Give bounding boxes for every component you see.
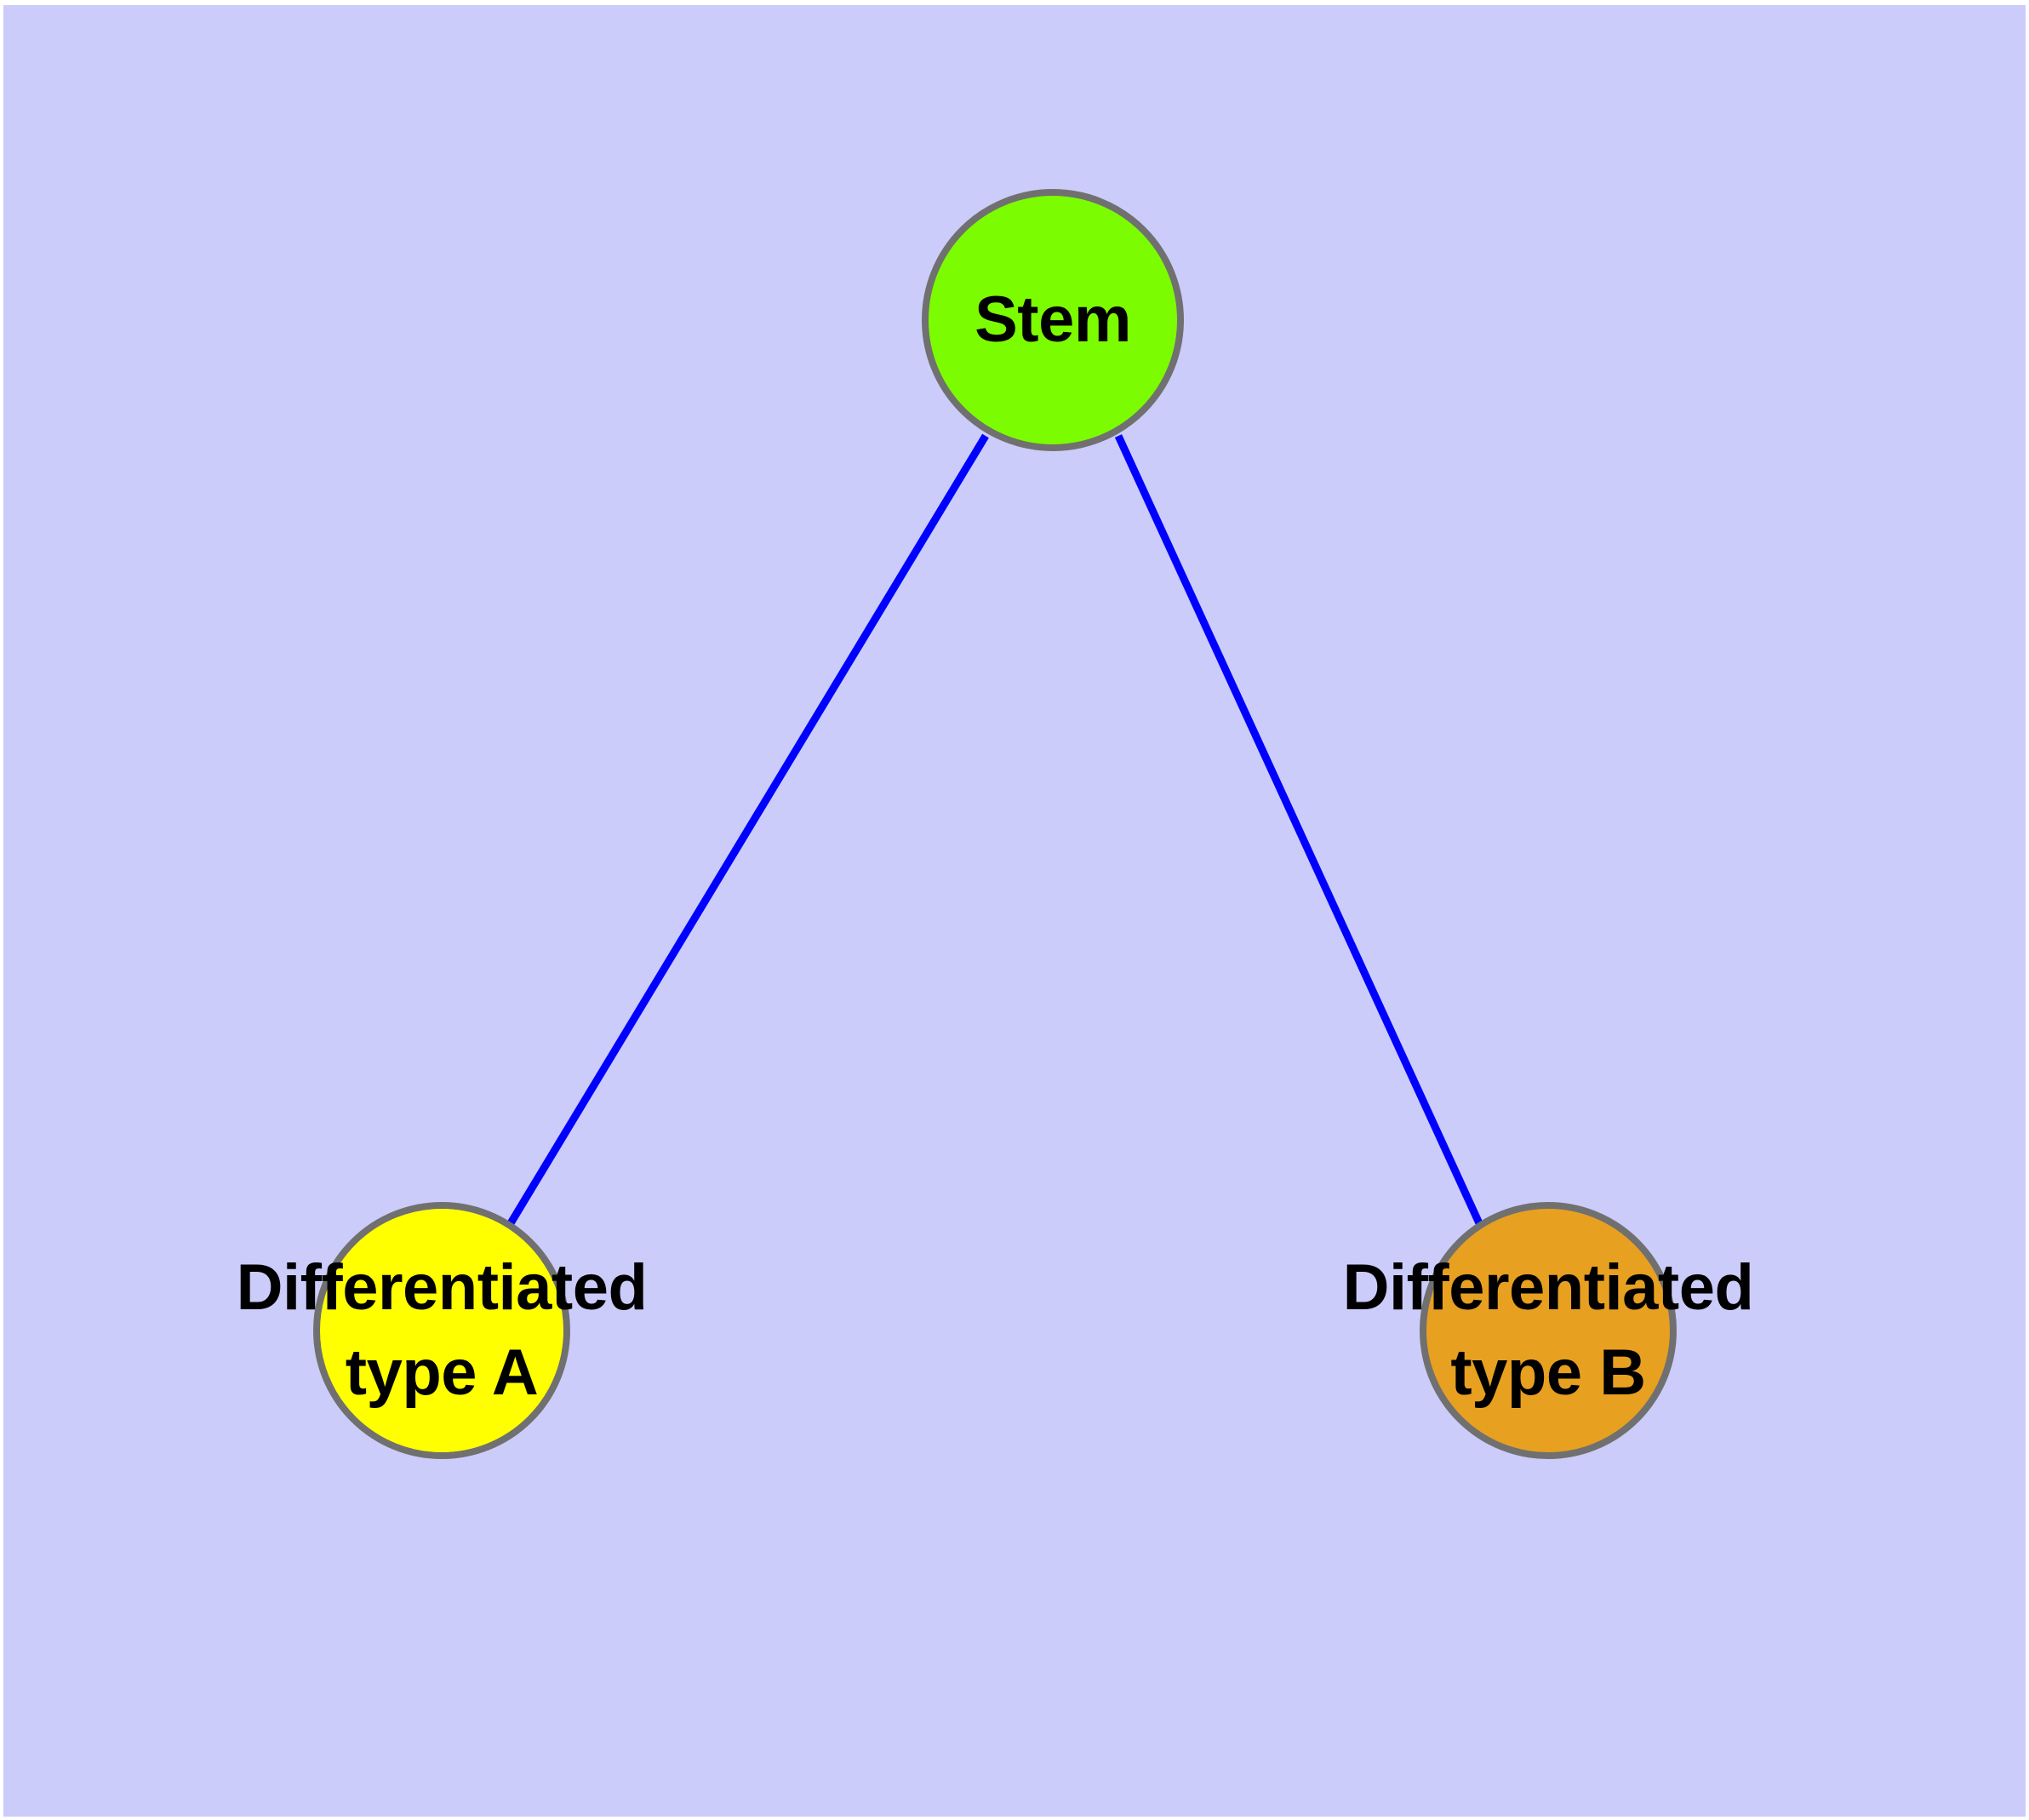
node-stem[interactable]: Stem [922,189,1184,451]
node-differentiated-type-b[interactable]: Differentiated type B [1343,1202,1754,1459]
node-differentiated-type-b-label: Differentiated type B [1342,1251,1754,1409]
node-differentiated-type-a-label: Differentiated type A [236,1251,648,1409]
node-stem-label: Stem [974,283,1131,356]
node-differentiated-type-a[interactable]: Differentiated type A [237,1202,648,1459]
